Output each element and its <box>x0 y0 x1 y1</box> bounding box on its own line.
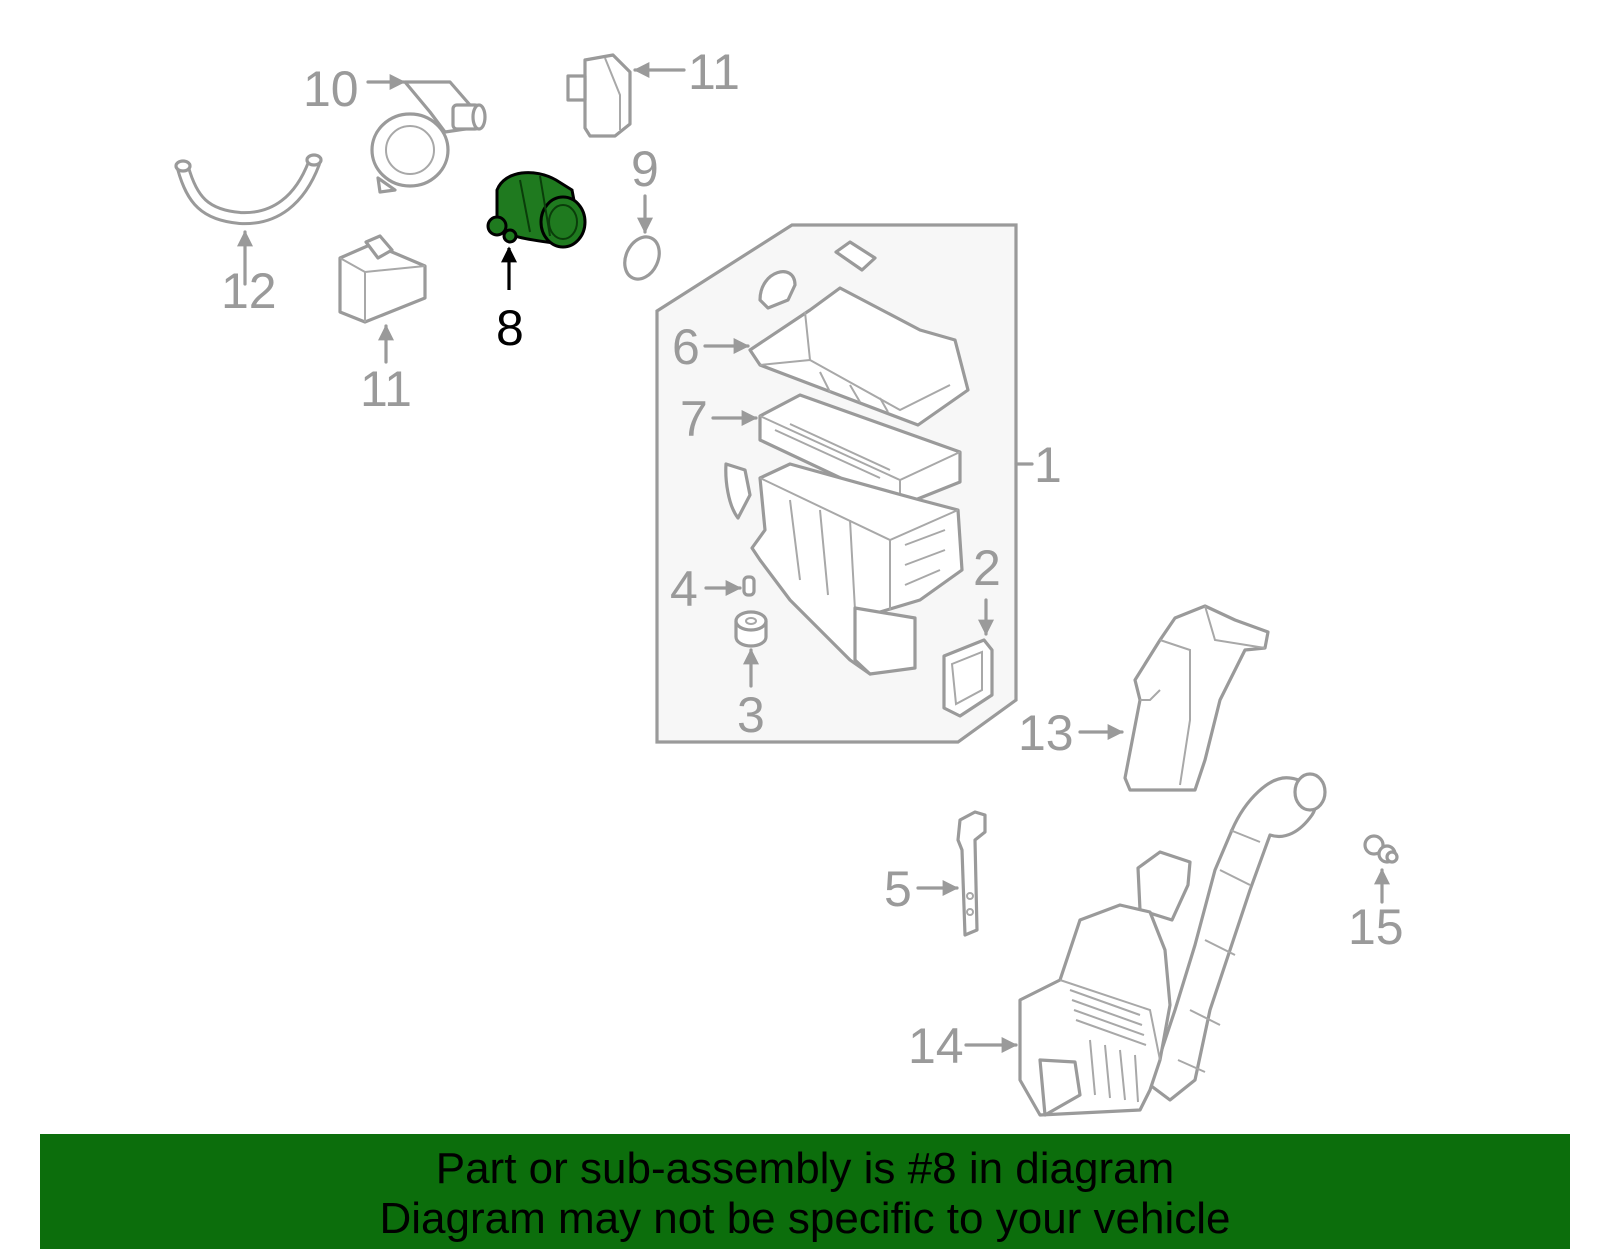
part-9-o-ring[interactable] <box>618 194 666 285</box>
callout-4: 4 <box>670 561 698 617</box>
callout-12: 12 <box>221 263 277 319</box>
callout-14: 14 <box>908 1018 964 1074</box>
part-5-bracket[interactable] <box>916 810 987 937</box>
callout-9: 9 <box>631 141 659 197</box>
callout-7: 7 <box>680 391 708 447</box>
banner-line-2: Diagram may not be specific to your vehi… <box>379 1194 1231 1243</box>
callout-8: 8 <box>496 300 524 356</box>
banner-line-1: Part or sub-assembly is #8 in diagram <box>435 1144 1175 1193</box>
part-13-air-duct[interactable] <box>1078 604 1270 792</box>
part-11-bracket-top[interactable] <box>566 53 686 138</box>
part-8-intake-duct-highlighted[interactable] <box>486 171 587 290</box>
part-3-grommet[interactable] <box>734 610 768 688</box>
callout-11-top: 11 <box>688 44 740 100</box>
callout-3: 3 <box>737 687 765 743</box>
part-10-airflow-sensor[interactable] <box>366 74 487 194</box>
part-15-clip[interactable] <box>1363 834 1399 904</box>
callout-13: 13 <box>1018 705 1074 761</box>
callout-10: 10 <box>303 61 359 117</box>
part-12-breather-hose[interactable] <box>174 153 323 286</box>
part-1-lower-housing[interactable] <box>724 462 964 676</box>
callout-11-lower: 11 <box>360 361 412 417</box>
part-4-clip[interactable] <box>704 575 756 597</box>
callout-1: 1 <box>1034 437 1062 493</box>
part-11-resonator-lower[interactable] <box>338 234 427 364</box>
part-14-intake-resonator[interactable] <box>964 772 1327 1117</box>
callout-15: 15 <box>1348 899 1404 955</box>
part-info-banner: Part or sub-assembly is #8 in diagram Di… <box>40 1134 1570 1249</box>
part-2-seal[interactable] <box>942 598 994 718</box>
callout-2: 2 <box>973 540 1001 596</box>
part-6-upper-cover[interactable] <box>703 240 970 427</box>
callout-5: 5 <box>884 861 912 917</box>
callout-6: 6 <box>672 319 700 375</box>
